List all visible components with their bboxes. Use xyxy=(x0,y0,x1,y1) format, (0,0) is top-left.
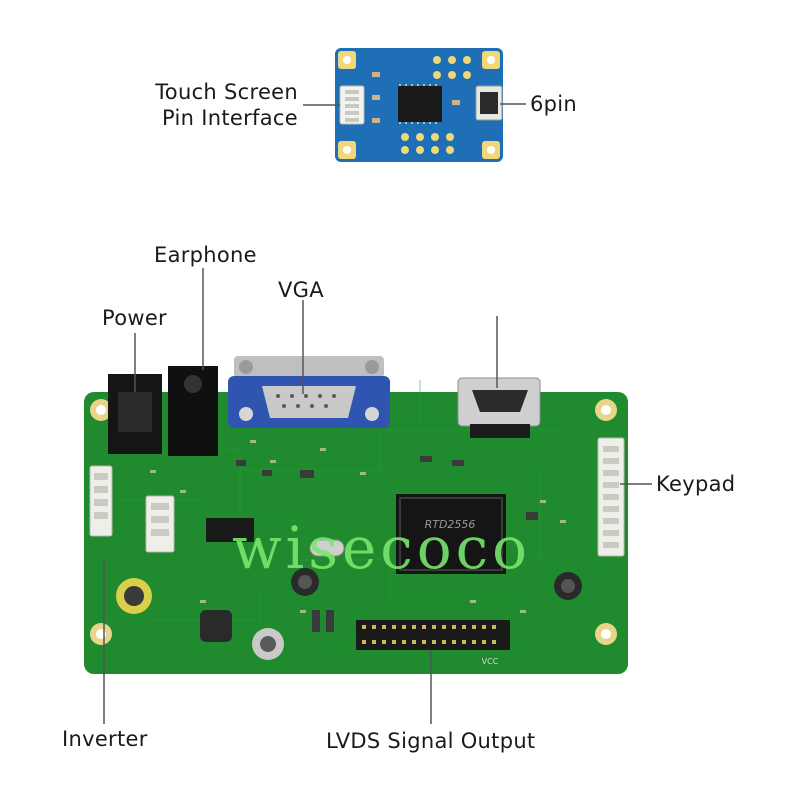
label-keypad: Keypad xyxy=(656,472,736,496)
vcc-marking: VCC xyxy=(482,657,499,666)
label-power: Power xyxy=(102,306,167,330)
touch-controller-board xyxy=(335,48,503,162)
main-driver-board: RTD2556 VCC xyxy=(84,356,628,674)
label-vga: VGA xyxy=(278,278,324,302)
brand-watermark: wisecoco xyxy=(232,514,532,582)
chip-marking: RTD2556 xyxy=(425,518,476,531)
label-lvds: LVDS Signal Output xyxy=(326,729,536,753)
label-inverter: Inverter xyxy=(62,727,148,751)
label-touch-screen-line1: Touch Screen xyxy=(155,80,298,104)
label-earphone: Earphone xyxy=(154,243,257,267)
label-touch-screen: Touch Screen Pin Interface xyxy=(140,79,298,131)
label-6pin: 6pin xyxy=(530,92,578,116)
leader-lines xyxy=(103,103,652,724)
label-touch-screen-line2: Pin Interface xyxy=(162,106,298,130)
